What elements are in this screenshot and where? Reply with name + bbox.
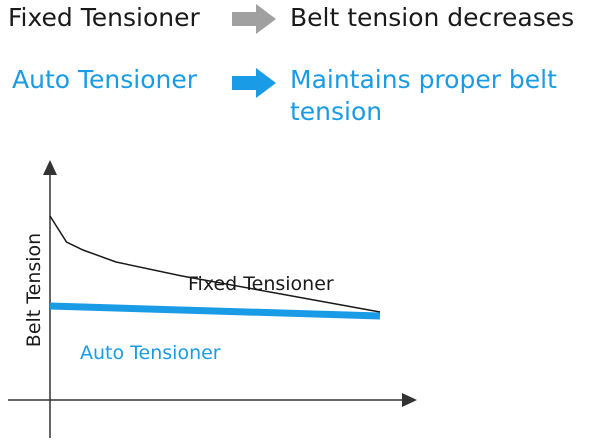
series-label-auto-tensioner: Auto Tensioner	[80, 342, 221, 364]
auto-tensioner-label: Auto Tensioner	[12, 65, 198, 94]
auto-tensioner-result: Maintains proper belt tension	[290, 65, 557, 126]
gray-right-arrow-icon	[232, 4, 276, 34]
y-axis-label: Belt Tension	[23, 233, 45, 347]
series-label-fixed-tensioner: Fixed Tensioner	[188, 273, 334, 295]
series-line-fixed-tensioner	[49, 215, 381, 313]
x-axis-arrowhead	[402, 393, 417, 407]
fixed-tensioner-label: Fixed Tensioner	[8, 3, 200, 32]
fixed-tensioner-result: Belt tension decreases	[290, 3, 575, 32]
blue-right-arrow-icon	[232, 68, 276, 98]
y-axis-arrowhead	[43, 160, 57, 175]
series-line-auto-tensioner	[49, 302, 381, 320]
